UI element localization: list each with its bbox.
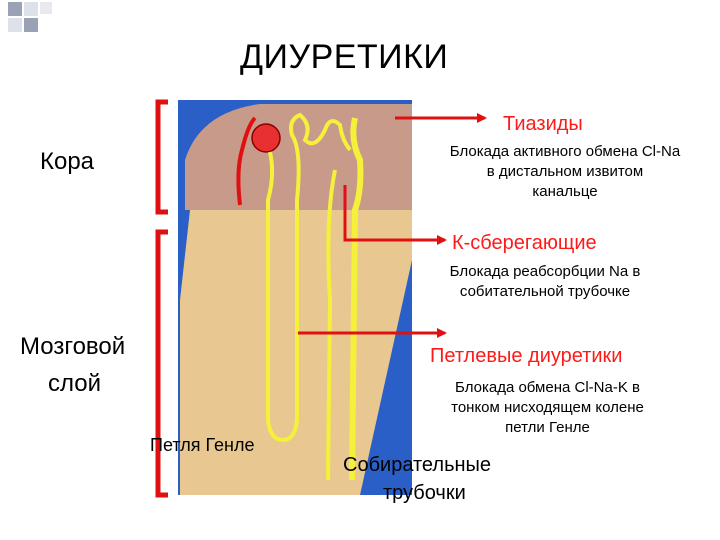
henle-loop-tubule — [266, 112, 352, 443]
ksparing-desc-line: собитательной трубочке — [459, 283, 631, 300]
page-title: ДИУРЕТИКИ — [240, 38, 449, 76]
glomerulus — [251, 123, 281, 153]
corner-square — [8, 2, 22, 16]
ksparing-desc-line: Блокада реабсорбции Na в — [449, 263, 641, 280]
collecting-duct-branch — [326, 169, 337, 481]
loop-desc-line: тонком нисходящем колене — [451, 399, 644, 416]
corner-square — [24, 2, 38, 16]
medulla-label-line2: слой — [48, 370, 102, 397]
henle-label: Петля Генле — [150, 435, 255, 455]
corner-square — [40, 2, 52, 14]
corner-square — [8, 18, 22, 32]
thiazides-desc-line: в дистальном извитом — [486, 163, 644, 180]
blood-vessel — [236, 116, 257, 206]
cortex-bracket — [155, 99, 168, 215]
medulla-bracket — [155, 229, 168, 498]
collecting-label-line2: трубочки — [383, 482, 466, 504]
collecting-label-line1: Собирательные — [343, 454, 492, 476]
thiazides-desc-line: Блокада активного обмена Cl-Na — [449, 143, 681, 160]
thiazides-desc: Блокада активного обмена Cl-Na в дисталь… — [425, 142, 705, 202]
loop-desc-line: Блокада обмена Cl-Na-K в — [455, 379, 640, 396]
medulla-label-line1: Мозговой — [20, 333, 126, 360]
ksparing-arrow — [343, 185, 447, 245]
loop-desc: Блокада обмена Cl-Na-K в тонком нисходящ… — [425, 378, 670, 438]
collecting-duct — [349, 117, 364, 481]
ksparing-label: К-сберегающие — [452, 232, 597, 254]
cortex-label: Кора — [40, 148, 95, 175]
loop-desc-line: петли Генле — [505, 419, 590, 436]
corner-square — [24, 18, 38, 32]
thiazides-label: Тиазиды — [503, 113, 583, 135]
ksparing-desc: Блокада реабсорбции Na в собитательной т… — [420, 262, 670, 302]
thiazides-desc-line: канальце — [532, 183, 598, 200]
loop-label: Петлевые диуретики — [430, 345, 623, 367]
